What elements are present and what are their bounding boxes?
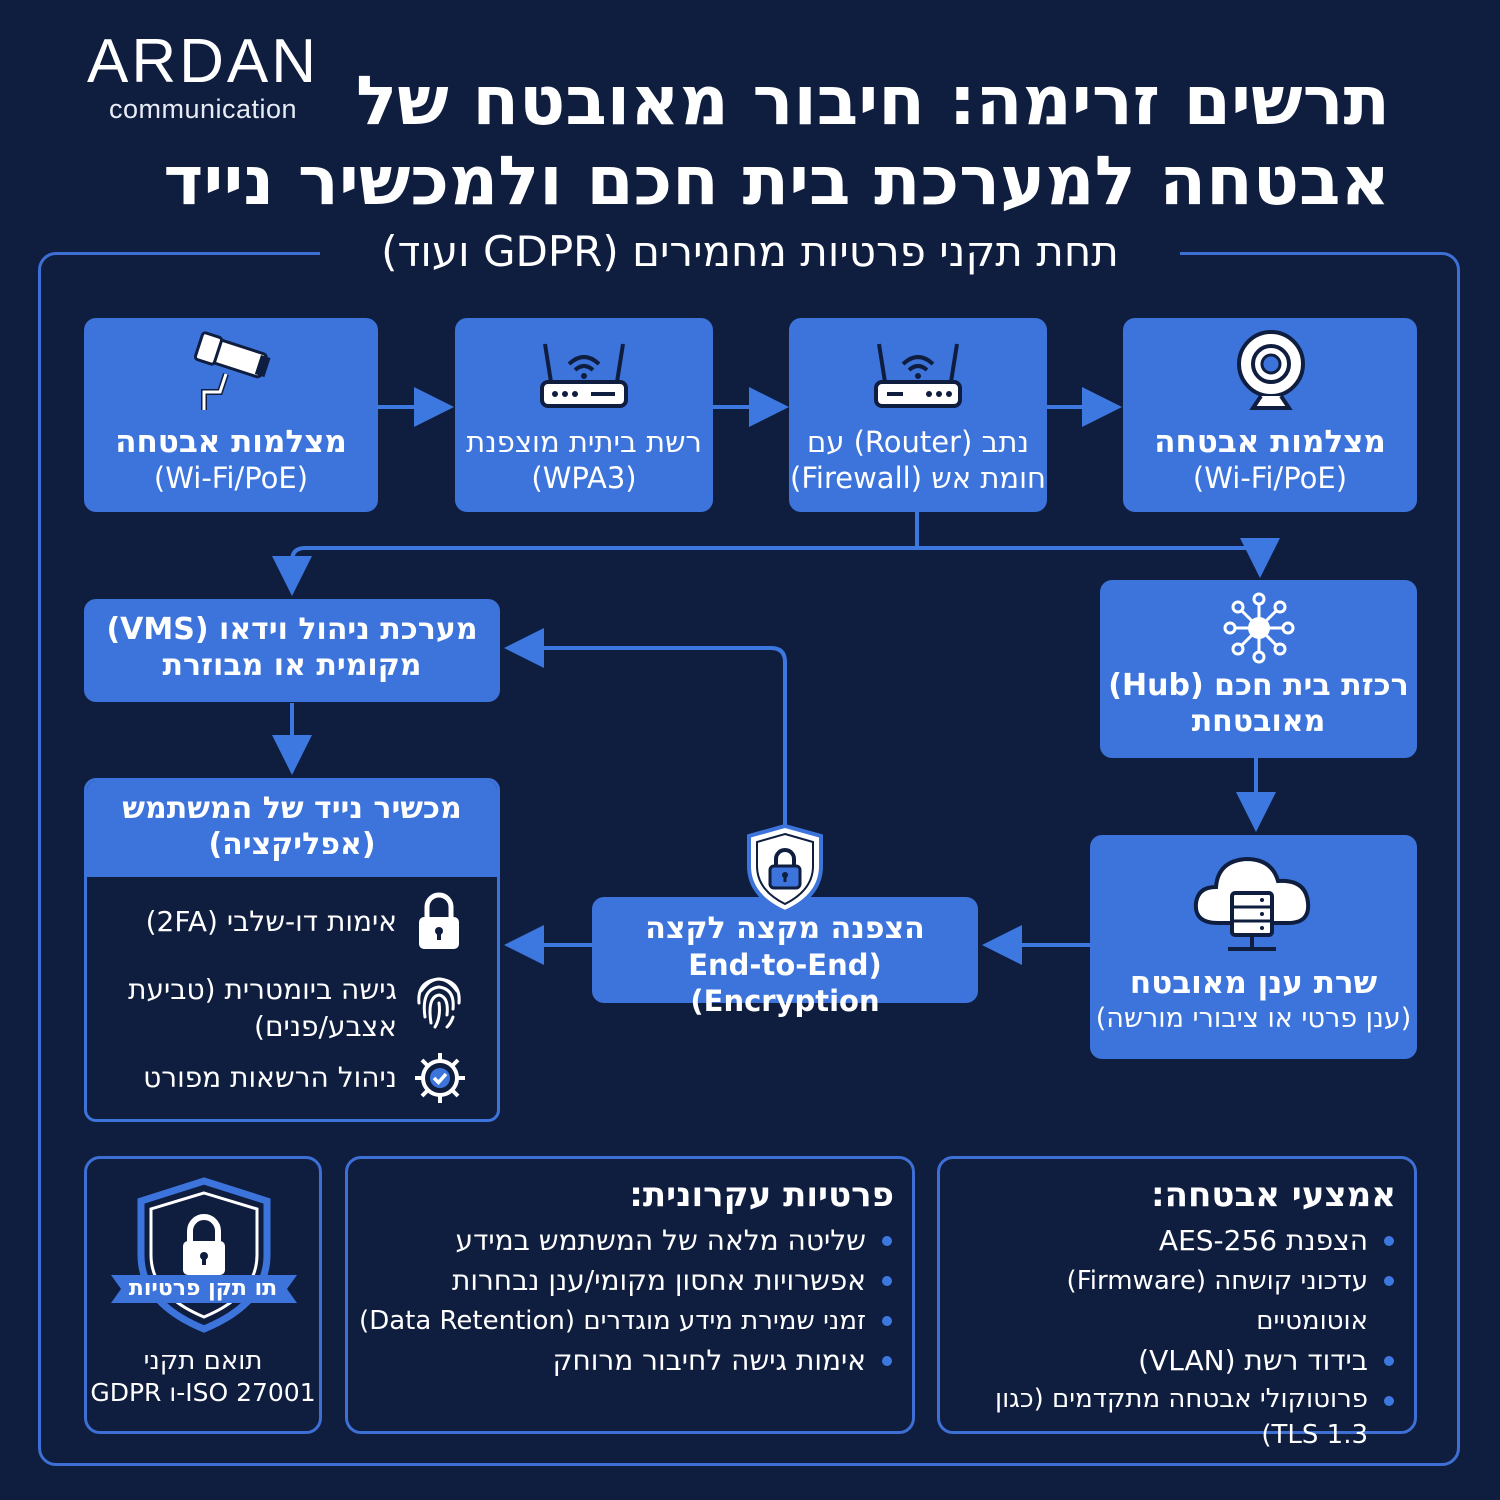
node-vms: מערכת ניהול וידאו (VMS) מקומית או מבוזרת bbox=[84, 599, 500, 702]
node-router-firewall: נתב (Router) עם חומת אש (Firewall) bbox=[789, 318, 1047, 512]
privacy-item: זמני שמירת מידע מוגדרים (Data Retention) bbox=[358, 1301, 894, 1341]
badge-ribbon-text: תו תקן פרטיות bbox=[128, 1276, 278, 1301]
camera-left-label: מצלמות אבטחה (Wi-Fi/PoE) bbox=[84, 424, 378, 496]
router-line-2: חומת אש (Firewall) bbox=[790, 461, 1046, 495]
security-camera-icon bbox=[193, 331, 271, 410]
cloud-subtitle: (ענן פרטי או ציבורי מורשה) bbox=[1095, 1003, 1412, 1034]
page-title: תרשים זרימה: חיבור מאובטח של אבטחה למערכ… bbox=[163, 62, 1390, 222]
camera-left-subtitle: (Wi-Fi/PoE) bbox=[153, 461, 309, 495]
security-list: הצפנת AES-256 עדכוני קושחה (Firmware) או… bbox=[950, 1221, 1396, 1453]
title-line-2: אבטחה למערכת בית חכם ולמכשיר נייד bbox=[163, 142, 1390, 221]
security-measures-panel: אמצעי אבטחה: הצפנת AES-256 עדכוני קושחה … bbox=[937, 1156, 1417, 1450]
privacy-heading: פרטיות עקרונית: bbox=[629, 1175, 894, 1215]
hub-line-2: מאובטחת bbox=[1191, 704, 1326, 739]
fingerprint-icon bbox=[417, 977, 461, 1029]
security-item: פרוטוקולי אבטחה מתקדמים (כגון TLS 1.3) bbox=[950, 1381, 1396, 1453]
security-heading: אמצעי אבטחה: bbox=[1151, 1175, 1396, 1215]
privacy-seal-icon bbox=[111, 1177, 297, 1333]
home-network-line-1: רשת ביתית מוצפנת bbox=[466, 425, 702, 459]
mobile-line-2: (אפליקציה) bbox=[208, 827, 376, 862]
mobile-feature-2fa: אימות דו-שלבי (2FA) bbox=[145, 905, 397, 938]
mobile-line-1: מכשיר נייד של המשתמש bbox=[122, 791, 462, 826]
privacy-badge-panel: תו תקן פרטיות תואם תקני ISO 27001-ו GDPR bbox=[84, 1156, 322, 1434]
privacy-list: שליטה מלאה של המשתמש במידע אפשרויות אחסו… bbox=[358, 1221, 894, 1381]
cloud-server-icon bbox=[1193, 856, 1311, 951]
home-network-label: רשת ביתית מוצפנת (WPA3) bbox=[455, 424, 713, 496]
node-cloud-server: שרת ענן מאובטח (ענן פרטי או ציבורי מורשה… bbox=[1090, 835, 1417, 1059]
mobile-header: מכשיר נייד של המשתמש (אפליקציה) bbox=[87, 781, 497, 877]
router-line-1: נתב (Router) עם bbox=[806, 425, 1029, 459]
logo-name: ARDAN bbox=[86, 27, 320, 96]
privacy-item: אימות גישה לחיבור מרוחק bbox=[358, 1341, 894, 1381]
camera-right-title: מצלמות אבטחה bbox=[1154, 424, 1386, 460]
ardan-logo: ARDAN communication bbox=[38, 27, 368, 125]
node-home-network: רשת ביתית מוצפנת (WPA3) bbox=[455, 318, 713, 512]
hub-line-1: רכזת בית חכם (Hub) bbox=[1108, 668, 1409, 703]
node-security-cameras-right: מצלמות אבטחה (Wi-Fi/PoE) bbox=[1123, 318, 1417, 512]
hub-label: רכזת בית חכם (Hub) מאובטחת bbox=[1100, 668, 1417, 740]
shield-lock-icon bbox=[747, 823, 823, 915]
node-smart-home-hub: רכזת בית חכם (Hub) מאובטחת bbox=[1100, 580, 1417, 758]
security-item: עדכוני קושחה (Firmware) אוטומטיים bbox=[950, 1261, 1396, 1341]
home-network-line-2: (WPA3) bbox=[531, 461, 637, 495]
padlock-icon bbox=[419, 892, 459, 949]
vms-line-2: מקומית או מבוזרת bbox=[162, 648, 422, 683]
badge-line-1: תואם תקני bbox=[143, 1346, 263, 1376]
mobile-feature-permissions: ניהול הרשאות מפורט bbox=[143, 1061, 397, 1094]
webcam-icon bbox=[1237, 330, 1305, 410]
connector-encryption-to-vms bbox=[504, 628, 787, 828]
mobile-feature-biometric: גישה ביומטרית (טביעת אצבע/פנים) bbox=[128, 973, 397, 1043]
encryption-line-2: (End-to-End Encryption) bbox=[688, 948, 882, 1018]
camera-right-subtitle: (Wi-Fi/PoE) bbox=[1192, 461, 1348, 495]
connector-to-vms bbox=[272, 546, 1260, 596]
router-icon bbox=[874, 343, 962, 408]
cloud-title: שרת ענן מאובטח bbox=[1129, 965, 1378, 1001]
security-item: בידוד רשת (VLAN) bbox=[950, 1341, 1396, 1381]
page-subtitle: תחת תקני פרטיות מחמירים (GDPR ועוד) bbox=[320, 222, 1180, 282]
encryption-line-1: הצפנה מקצה לקצה bbox=[645, 911, 925, 946]
node-end-to-end-encryption: הצפנה מקצה לקצה (End-to-End Encryption) bbox=[592, 897, 978, 1018]
router-label: נתב (Router) עם חומת אש (Firewall) bbox=[789, 424, 1047, 496]
camera-right-label: מצלמות אבטחה (Wi-Fi/PoE) bbox=[1123, 424, 1417, 496]
badge-line-2: ISO 27001-ו GDPR bbox=[90, 1378, 316, 1407]
router-wifi-icon bbox=[540, 343, 628, 408]
gear-check-icon bbox=[415, 1053, 465, 1103]
node-security-cameras-left: מצלמות אבטחה (Wi-Fi/PoE) bbox=[84, 318, 378, 512]
hub-network-icon bbox=[1223, 592, 1295, 664]
node-mobile-device: מכשיר נייד של המשתמש (אפליקציה) אימות דו… bbox=[84, 778, 500, 1122]
security-item: הצפנת AES-256 bbox=[950, 1221, 1396, 1261]
vms-line-1: מערכת ניהול וידאו (VMS) bbox=[106, 612, 478, 647]
privacy-principles-panel: פרטיות עקרונית: שליטה מלאה של המשתמש במי… bbox=[345, 1156, 915, 1434]
logo-subtitle: communication bbox=[108, 94, 298, 124]
privacy-item: אפשרויות אחסון מקומי/ענן נבחרות bbox=[358, 1261, 894, 1301]
title-line-1: תרשים זרימה: חיבור מאובטח של bbox=[356, 62, 1390, 141]
cloud-label: שרת ענן מאובטח (ענן פרטי או ציבורי מורשה… bbox=[1090, 965, 1417, 1037]
camera-left-title: מצלמות אבטחה bbox=[115, 424, 347, 460]
privacy-item: שליטה מלאה של המשתמש במידע bbox=[358, 1221, 894, 1261]
